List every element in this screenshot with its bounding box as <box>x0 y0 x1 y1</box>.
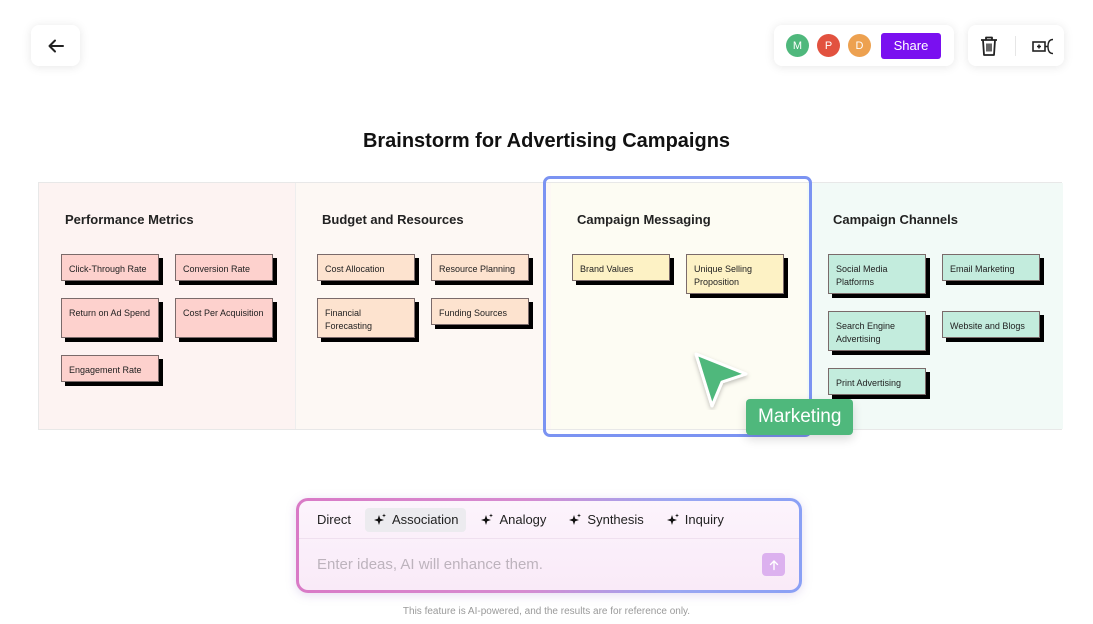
sparkle-icon <box>569 513 582 525</box>
note-return-on-ad-spend[interactable]: Return on Ad Spend <box>61 298 159 338</box>
note-search-engine-advertising[interactable]: Search Engine Advertising <box>828 311 926 351</box>
idea-input[interactable] <box>317 556 762 573</box>
sparkle-icon <box>666 513 679 525</box>
toolbar-divider <box>1015 35 1017 56</box>
note-resource-planning[interactable]: Resource Planning <box>431 254 529 281</box>
arrow-left-icon <box>48 39 64 52</box>
tab-synthesis[interactable]: Synthesis <box>560 508 651 532</box>
tab-label: Analogy <box>499 512 547 527</box>
ai-disclaimer: This feature is AI-powered, and the resu… <box>402 606 691 617</box>
collaboration-bar: M P D Share <box>774 25 954 66</box>
back-button[interactable] <box>31 25 80 66</box>
board-title: Brainstorm for Advertising Campaigns <box>362 130 731 152</box>
note-financial-forecasting[interactable]: Financial Forecasting <box>317 298 415 338</box>
panel-budget-and-resources[interactable]: Budget and Resources Cost Allocation Res… <box>295 183 551 429</box>
tab-inquiry[interactable]: Inquiry <box>658 508 732 532</box>
avatar[interactable]: M <box>786 34 809 57</box>
tab-label: Association <box>391 512 459 527</box>
note-unique-selling-proposition[interactable]: Unique Selling Proposition <box>686 254 784 294</box>
tab-label: Synthesis <box>587 512 644 527</box>
panel-title: Performance Metrics <box>65 212 194 227</box>
note-funding-sources[interactable]: Funding Sources <box>431 298 529 325</box>
avatar[interactable]: P <box>817 34 840 57</box>
panel-campaign-channels[interactable]: Campaign Channels Social Media Platforms… <box>807 183 1063 429</box>
avatar[interactable]: D <box>848 34 871 57</box>
note-brand-values[interactable]: Brand Values <box>572 254 670 281</box>
note-cost-per-acquisition[interactable]: Cost Per Acquisition <box>175 298 273 338</box>
panel-performance-metrics[interactable]: Performance Metrics Click-Through Rate C… <box>39 183 295 429</box>
tab-label: Direct <box>317 512 351 527</box>
tools-bar <box>968 25 1064 66</box>
note-website-and-blogs[interactable]: Website and Blogs <box>942 311 1040 338</box>
trash-icon <box>980 36 997 56</box>
add-node-icon <box>1032 38 1054 54</box>
delete-button[interactable] <box>974 31 1004 61</box>
collaborator-cursor-label: Marketing <box>746 399 854 435</box>
panel-title: Budget and Resources <box>322 212 464 227</box>
tab-analogy[interactable]: Analogy <box>472 508 554 532</box>
mode-tabs: Direct Association Analogy Synthesis Inq… <box>299 501 799 539</box>
sparkle-icon <box>373 513 386 525</box>
collaborator-cursor-icon <box>694 352 748 408</box>
note-cost-allocation[interactable]: Cost Allocation <box>317 254 415 281</box>
brainstorm-board: Performance Metrics Click-Through Rate C… <box>38 182 1063 430</box>
send-button[interactable] <box>762 553 785 576</box>
panel-title: Campaign Messaging <box>577 212 711 227</box>
note-email-marketing[interactable]: Email Marketing <box>942 254 1040 281</box>
add-node-button[interactable] <box>1028 31 1058 61</box>
note-social-media-platforms[interactable]: Social Media Platforms <box>828 254 926 294</box>
tab-association[interactable]: Association <box>364 507 467 532</box>
ai-idea-input-box: Direct Association Analogy Synthesis Inq… <box>296 498 802 593</box>
note-conversion-rate[interactable]: Conversion Rate <box>175 254 273 281</box>
sparkle-icon <box>481 513 494 525</box>
note-print-advertising[interactable]: Print Advertising <box>828 368 926 395</box>
note-engagement-rate[interactable]: Engagement Rate <box>61 355 159 382</box>
panel-campaign-messaging[interactable]: Campaign Messaging Brand Values Unique S… <box>551 183 807 429</box>
tab-label: Inquiry <box>684 512 724 527</box>
panel-title: Campaign Channels <box>833 212 958 227</box>
tab-direct[interactable]: Direct <box>309 508 359 532</box>
note-click-through-rate[interactable]: Click-Through Rate <box>61 254 159 281</box>
arrow-up-icon <box>769 559 778 570</box>
share-button[interactable]: Share <box>881 32 941 59</box>
